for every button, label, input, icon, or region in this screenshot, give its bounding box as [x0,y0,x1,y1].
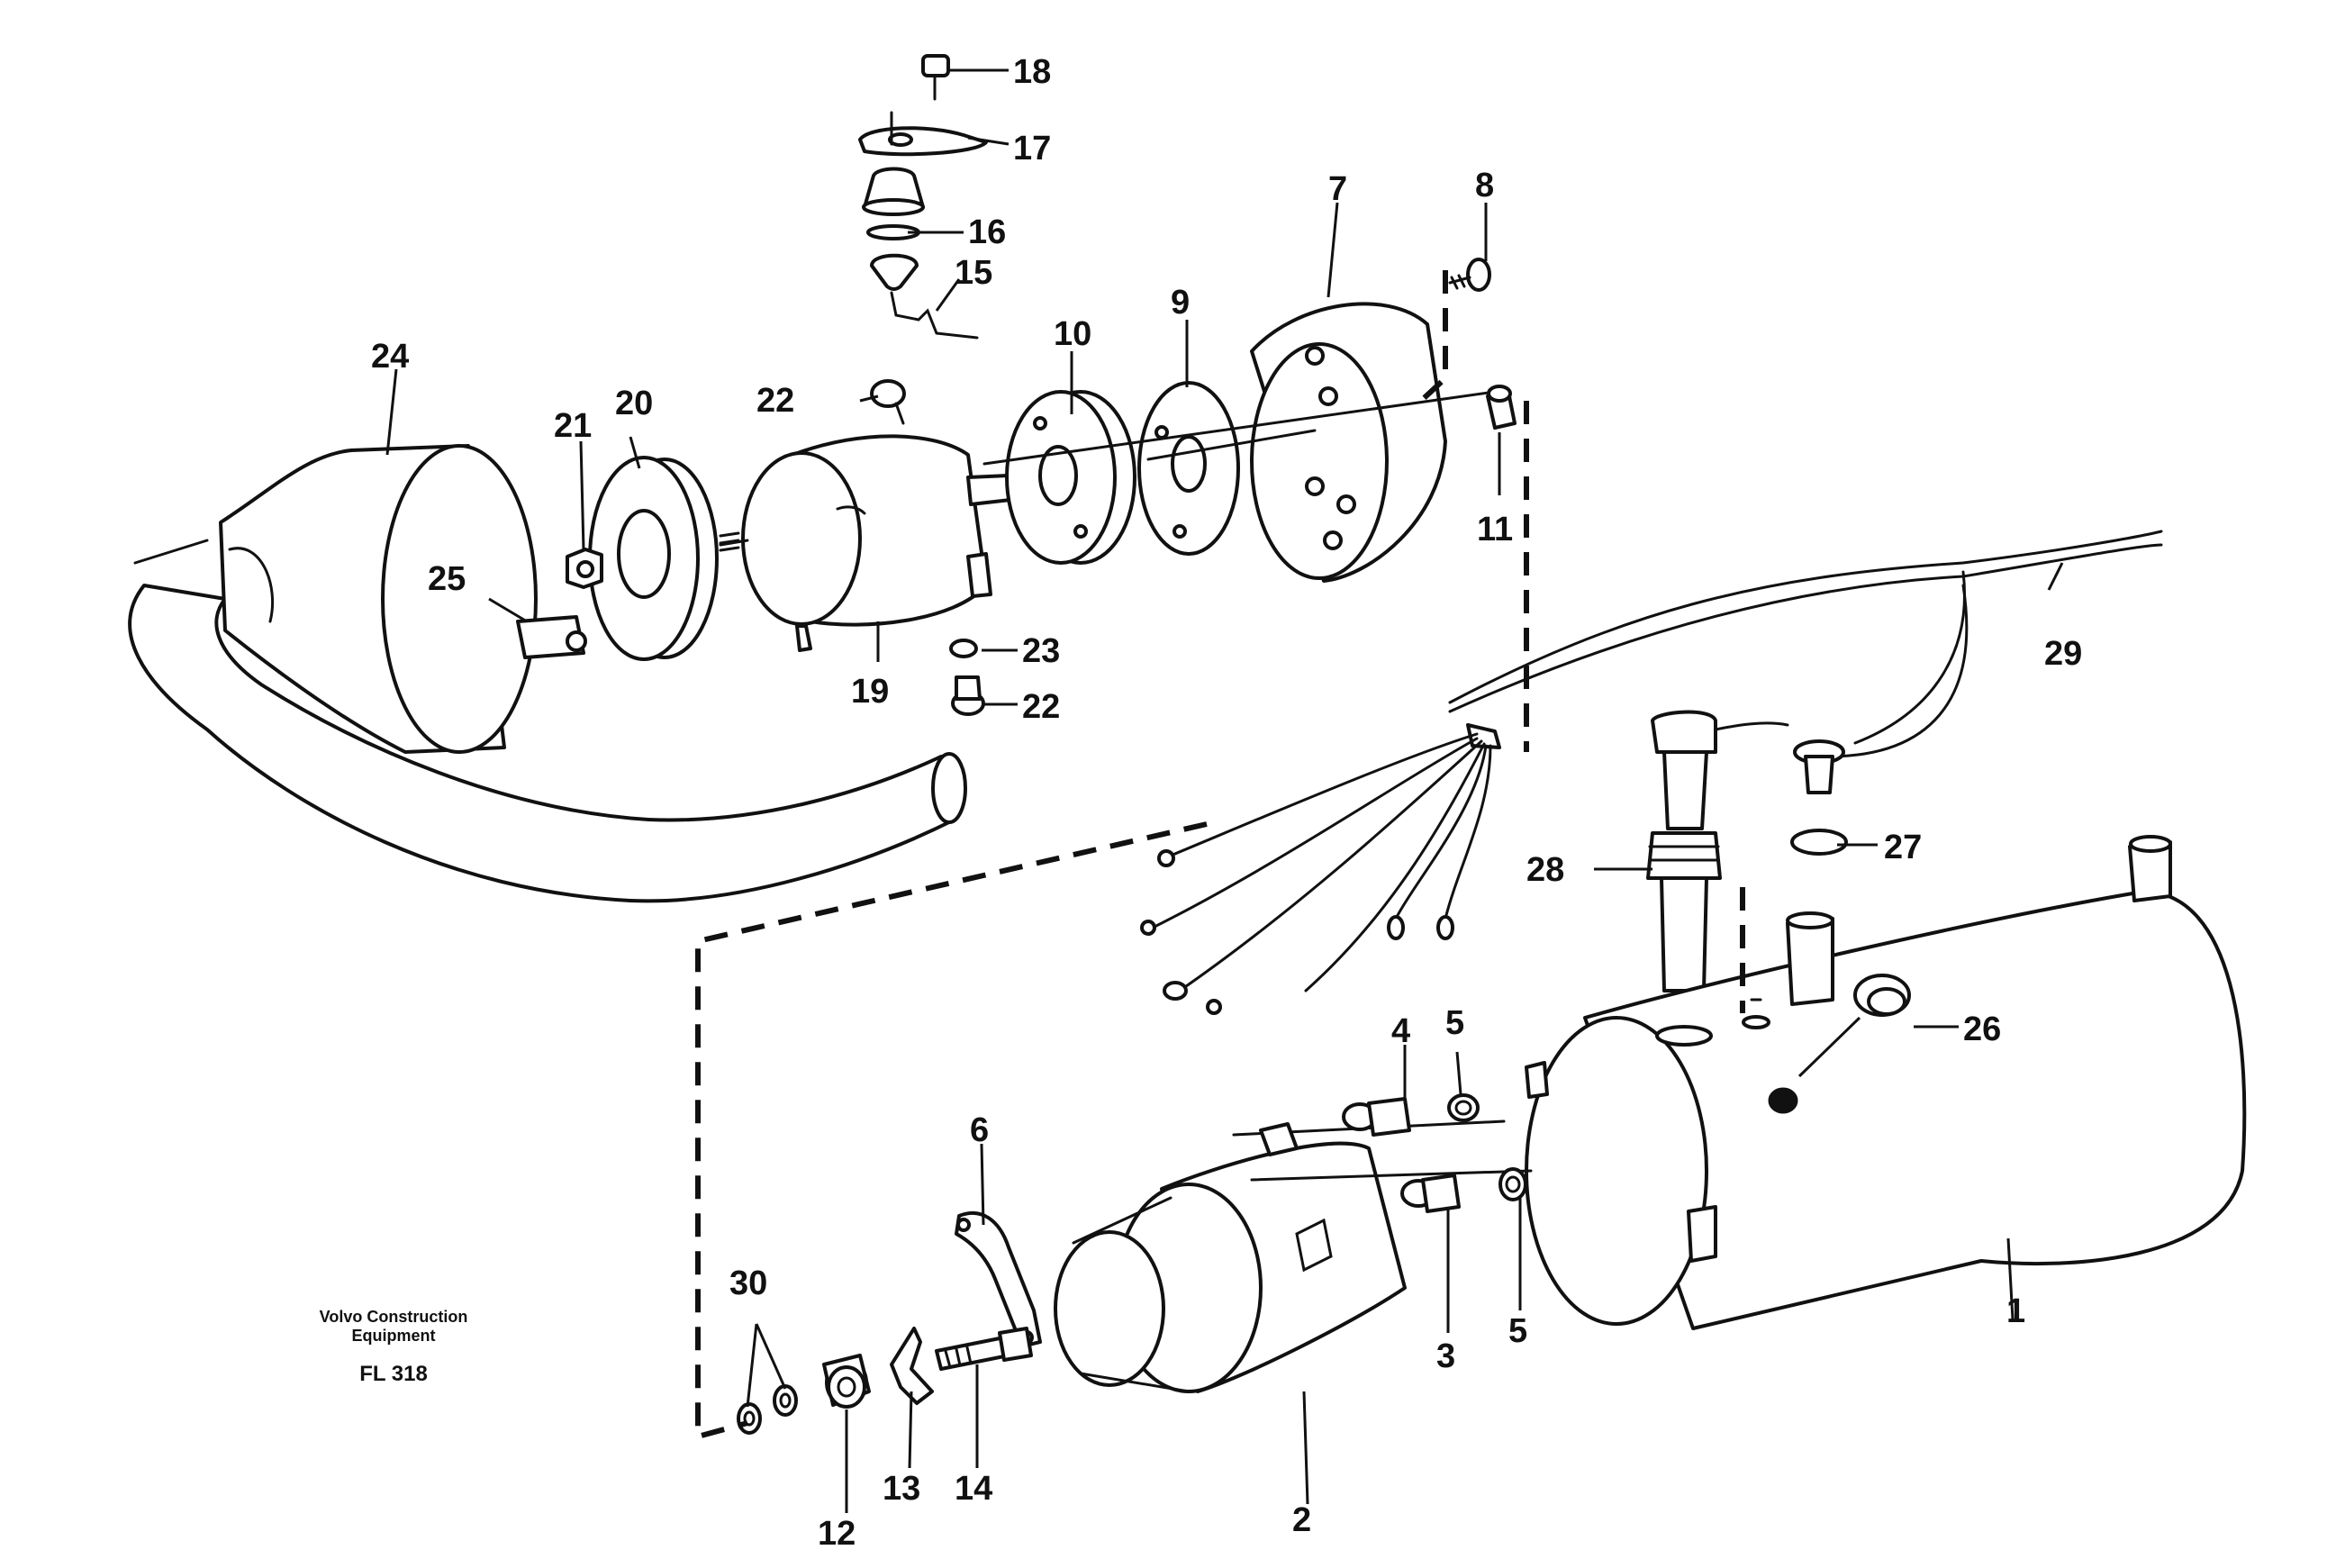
callout-2: 2 [1292,1501,1311,1539]
callout-18: 18 [1013,53,1051,91]
leader-lines [385,68,2064,1513]
bracket [955,1210,1042,1348]
callout-20: 20 [615,385,653,422]
screw-bottom [951,675,985,716]
rubber-plug-upper [862,167,925,216]
fan-wheel [588,456,719,661]
seal-ring-upper [1447,1093,1480,1122]
callout-22-lower: 22 [1022,688,1060,726]
callout-numbers: 1 2 3 4 5 5 6 7 8 9 10 11 12 13 14 15 16… [371,53,2082,1553]
callout-25: 25 [428,560,466,598]
callout-21: 21 [554,407,592,445]
callout-15: 15 [955,254,992,292]
callout-24: 24 [371,338,409,376]
callout-16: 16 [968,213,1006,251]
caption: Volvo Construction Equipment FL 318 [320,1308,468,1386]
callout-13: 13 [883,1470,920,1508]
fan-motor [719,434,1012,652]
top-screw [921,54,950,101]
bolt [935,1327,1033,1371]
gasket [1137,381,1240,556]
callout-22-upper: 22 [756,382,794,420]
callout-26: 26 [1963,1011,2001,1048]
callout-11: 11 [1477,511,1513,548]
cover-screw [1448,258,1491,292]
callout-27: 27 [1884,829,1922,866]
callout-7: 7 [1328,170,1347,208]
callout-5-lower: 5 [1508,1312,1527,1350]
seal-ring-lower [1498,1167,1527,1201]
top-bracket [858,111,988,157]
callout-29: 29 [2044,635,2082,673]
callout-14: 14 [955,1470,992,1508]
caption-company-line2: Equipment [352,1327,436,1345]
sensor-connector [1651,710,1789,830]
callout-8: 8 [1475,167,1494,204]
callout-6: 6 [970,1111,989,1149]
burner-tube [1054,1119,1533,1393]
callout-23: 23 [1022,632,1060,670]
callout-3: 3 [1436,1337,1455,1375]
callout-19: 19 [851,673,889,711]
callout-10: 10 [1054,315,1091,353]
callout-28: 28 [1526,851,1564,889]
callout-4: 4 [1391,1012,1410,1050]
caption-company: Volvo Construction [320,1308,468,1326]
fan-housing [219,444,587,754]
caption-figure-code: FL 318 [359,1362,428,1386]
callout-30: 30 [729,1264,767,1302]
callout-9: 9 [1171,284,1190,322]
callout-1: 1 [2006,1292,2025,1330]
wire-harness [1140,530,2163,1015]
fuel-fitting [1259,1097,1411,1156]
callout-17: 17 [1013,130,1051,168]
callout-12: 12 [818,1515,856,1553]
rubber-plug-lower [870,253,919,291]
mounting-flange [1005,390,1136,565]
wire-clip [890,291,979,340]
nozzle-fitting [1400,1174,1461,1213]
cover-housing [982,302,1497,583]
sleeve [1486,385,1517,430]
grommet [822,1354,871,1409]
exhaust-pipe [128,539,967,903]
cap [1790,739,1848,856]
callout-5-upper: 5 [1445,1004,1464,1042]
washer [949,639,978,658]
nut [566,548,603,589]
screw-top [870,379,906,425]
assembly-lines [695,270,1762,1440]
heater-body [1525,835,2247,1330]
clip [890,1327,934,1405]
temperature-sensor [1646,831,1722,992]
